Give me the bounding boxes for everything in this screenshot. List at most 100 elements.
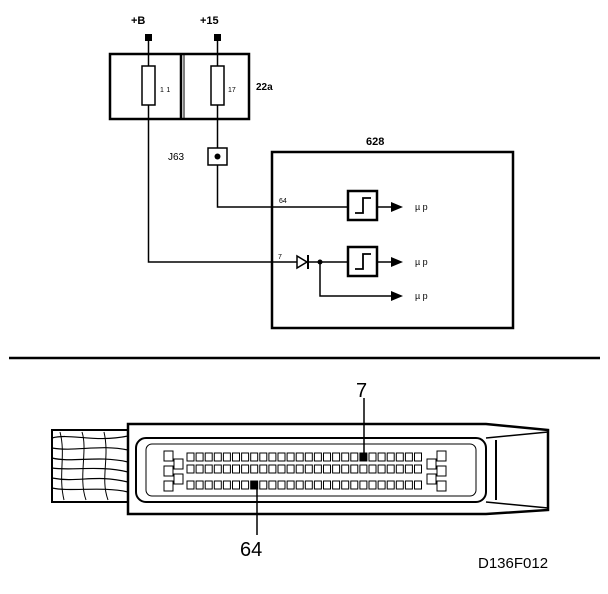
connector-j63 <box>207 147 228 166</box>
pin-64-callout: 64 <box>240 539 262 561</box>
schematic: +B +15 22a 11 17 J63 <box>108 15 515 330</box>
connector-pin-64 <box>250 480 259 490</box>
connector-pin <box>213 480 222 490</box>
connector-pin <box>241 464 250 474</box>
connector-label: J63 <box>168 152 185 163</box>
connector-pin <box>232 480 240 490</box>
connector-pin <box>341 480 350 490</box>
connector-pin <box>259 452 268 462</box>
connector-pin <box>232 464 240 474</box>
fuse-11-label: 11 <box>160 87 173 94</box>
connector-pin <box>377 452 386 462</box>
figure-id: D136F012 <box>478 555 548 572</box>
connector-pin <box>404 464 413 474</box>
connector-pin-large <box>163 465 174 477</box>
connector-pin <box>313 480 322 490</box>
connector-pin <box>250 452 259 462</box>
fuse-11 <box>141 54 156 119</box>
fuse-17-label: 17 <box>228 87 236 94</box>
connector-pin <box>332 464 341 474</box>
connector-pin <box>368 464 377 474</box>
output-label-2: µ p <box>415 257 428 267</box>
connector-pin <box>350 464 359 474</box>
fuse-box-22a <box>108 52 251 121</box>
pin-7-callout: 7 <box>356 380 367 402</box>
connector-pin-large <box>426 473 437 485</box>
connector-pin <box>213 464 222 474</box>
connector-pin <box>404 480 413 490</box>
connector-pin <box>195 464 204 474</box>
connector-pin-large <box>426 458 437 470</box>
connector-pin <box>368 452 377 462</box>
connector-pin <box>204 480 213 490</box>
connector-pin <box>341 464 350 474</box>
connector-pin <box>286 464 295 474</box>
connector-pin <box>222 452 231 462</box>
connector-pin-large <box>163 480 174 492</box>
arrow-icon <box>391 202 403 212</box>
connector-pin <box>323 452 331 462</box>
connector-pin <box>350 480 359 490</box>
connector-pin-large <box>436 450 447 462</box>
output-label-3: µ p <box>415 291 428 301</box>
connector-pin <box>386 464 395 474</box>
diode-icon <box>296 254 309 270</box>
connector-pin <box>295 464 304 474</box>
connector-pin-large <box>163 450 174 462</box>
pin-7-label: 7 <box>278 254 282 261</box>
connector-pin <box>368 480 377 490</box>
connector-pin <box>359 464 368 474</box>
pin-grid <box>163 450 447 492</box>
connector-view: 7 64 <box>51 380 550 561</box>
connector-pin <box>186 452 195 462</box>
connector-pin <box>250 464 259 474</box>
connector-pin <box>414 452 422 462</box>
connector-pin <box>386 480 395 490</box>
connector-pin <box>377 464 386 474</box>
connector-pin <box>341 452 350 462</box>
connector-pin <box>268 464 277 474</box>
connector-pin <box>395 480 404 490</box>
connector-pin <box>359 480 368 490</box>
terminal-15 <box>214 34 221 41</box>
wire-pin-7 <box>147 119 297 263</box>
connector-pin <box>232 452 240 462</box>
control-unit-label: 628 <box>366 136 384 148</box>
connector-pin <box>323 464 331 474</box>
connector-pin-large <box>436 465 447 477</box>
connector-pin <box>277 464 286 474</box>
fuse-17 <box>210 54 225 119</box>
connector-pin <box>304 452 313 462</box>
connector-pin <box>404 452 413 462</box>
connector-pin <box>313 452 322 462</box>
connector-pin <box>295 480 304 490</box>
connector-pin <box>277 480 286 490</box>
connector-pin <box>313 464 322 474</box>
connector-pin <box>204 464 213 474</box>
connector-pin <box>277 452 286 462</box>
connector-pin <box>195 480 204 490</box>
connector-pin <box>395 464 404 474</box>
control-unit-628 <box>270 150 515 330</box>
connector-pin <box>186 464 195 474</box>
schmitt-trigger-lower <box>346 245 403 278</box>
output-label-1: µ p <box>415 202 428 212</box>
wire-harness <box>51 429 129 503</box>
arrow-icon <box>391 291 403 301</box>
connector-pin <box>350 452 359 462</box>
connector-pin-large <box>173 473 184 485</box>
connector-pin-large <box>436 480 447 492</box>
wire-pin-64 <box>216 165 348 208</box>
connector-pin <box>304 480 313 490</box>
connector-pin <box>241 452 250 462</box>
connector-pin <box>395 452 404 462</box>
connector-pin <box>377 480 386 490</box>
fuse-box-label: 22a <box>256 82 273 93</box>
connector-pin <box>259 464 268 474</box>
arrow-icon <box>391 257 403 267</box>
connector-pin <box>268 480 277 490</box>
connector-pin <box>195 452 204 462</box>
connector-pin <box>295 452 304 462</box>
terminal-b <box>145 34 152 41</box>
